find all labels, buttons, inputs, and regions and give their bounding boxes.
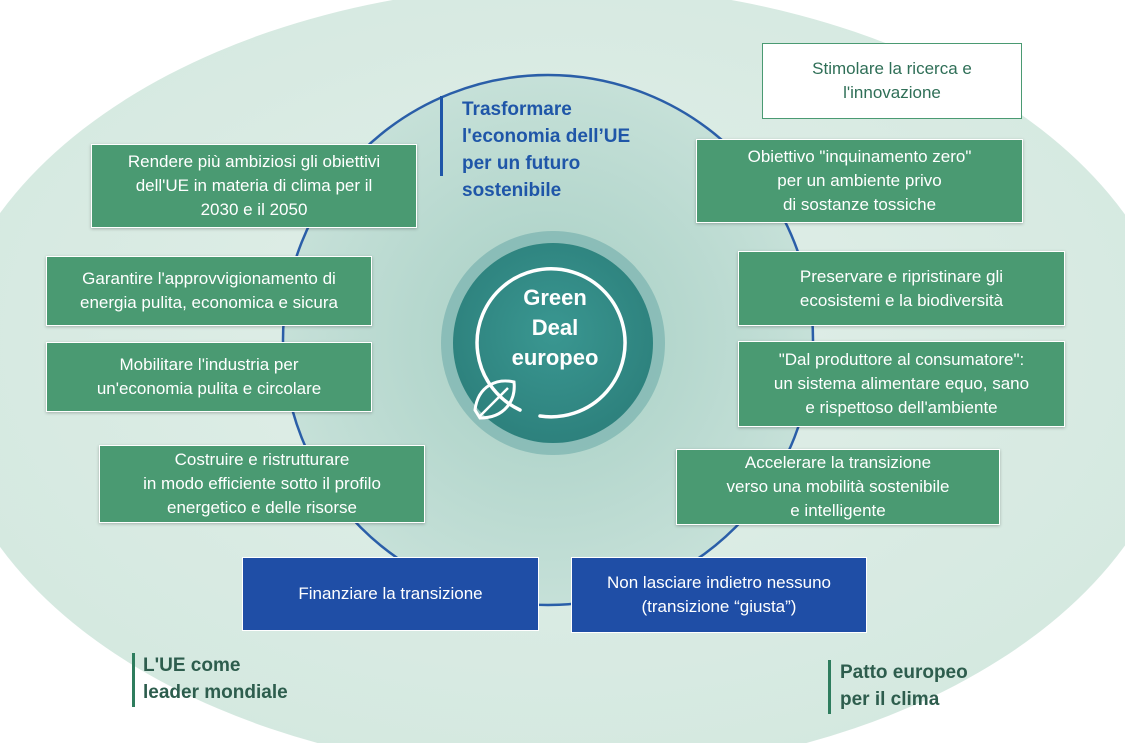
corner-left-text: L'UE come leader mondiale xyxy=(143,655,288,703)
right-box-farm-to-fork: "Dal produttore al consumatore": un sist… xyxy=(738,341,1065,427)
corner-right-text: Patto europeo per il clima xyxy=(840,662,968,710)
leaf-icon xyxy=(473,379,516,420)
top-title: Trasformare l'economia dell’UE per un fu… xyxy=(462,99,631,201)
bottom-box-finance: Finanziare la transizione xyxy=(242,557,539,631)
title-divider xyxy=(440,96,443,176)
center-label: Green Deal europeo xyxy=(511,285,599,370)
right-box-mobility: Accelerare la transizione verso una mobi… xyxy=(676,449,1000,525)
research-innovation-box: Stimolare la ricerca e l'innovazione xyxy=(762,43,1022,119)
left-box-climate-targets: Rendere più ambiziosi gli obiettivi dell… xyxy=(91,144,417,228)
corner-right-divider xyxy=(828,660,831,714)
left-box-buildings: Costruire e ristrutturare in modo effici… xyxy=(99,445,425,523)
bottom-box-just-transition: Non lasciare indietro nessuno (transizio… xyxy=(571,557,867,633)
left-box-clean-energy: Garantire l'approvvigionamento di energi… xyxy=(46,256,372,326)
left-box-industry: Mobilitare l'industria per un'economia p… xyxy=(46,342,372,412)
right-box-zero-pollution: Obiettivo "inquinamento zero" per un amb… xyxy=(696,139,1023,223)
core-arc xyxy=(475,267,627,419)
corner-left-divider xyxy=(132,653,135,707)
right-box-biodiversity: Preservare e ripristinare gli ecosistemi… xyxy=(738,251,1065,326)
